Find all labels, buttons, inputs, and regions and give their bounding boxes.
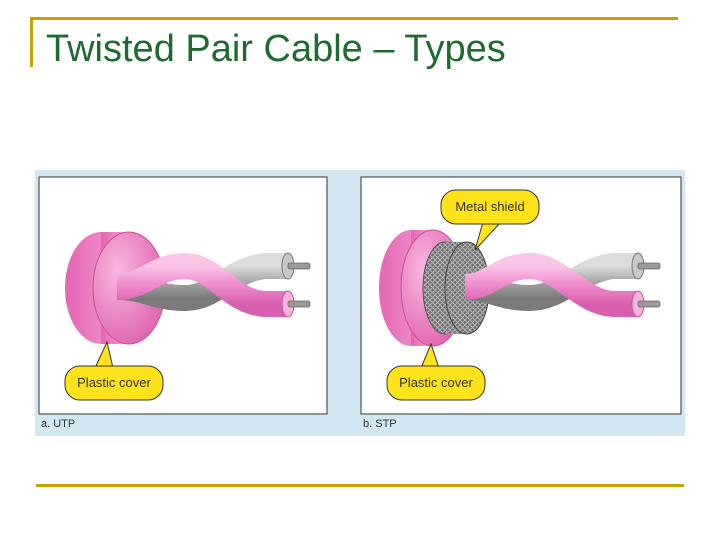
utp-wire-pink (116, 252, 311, 318)
utp-caption: a. UTP (41, 418, 75, 430)
left-rule (30, 17, 33, 67)
stp-panel: Metal shield Plastic cover b. STP (360, 176, 682, 430)
top-rule (30, 17, 678, 20)
stp-caption: b. STP (363, 418, 397, 430)
slide-title: Twisted Pair Cable – Types (46, 28, 506, 70)
utp-panel: Plastic cover a. UTP (38, 176, 328, 430)
utp-callout-label: Plastic cover (77, 375, 151, 390)
utp-plastic-cover-callout: Plastic cover (64, 340, 164, 401)
stp-cover-callout-label: Plastic cover (399, 375, 473, 390)
stp-wire-pink (463, 252, 661, 318)
stp-shield-callout-label: Metal shield (455, 199, 524, 214)
stp-metal-shield-callout: Metal shield (440, 189, 540, 251)
cable-diagram: Plastic cover a. UTP (35, 170, 685, 436)
stp-plastic-cover-callout: Plastic cover (386, 342, 486, 401)
bottom-rule (36, 484, 684, 487)
